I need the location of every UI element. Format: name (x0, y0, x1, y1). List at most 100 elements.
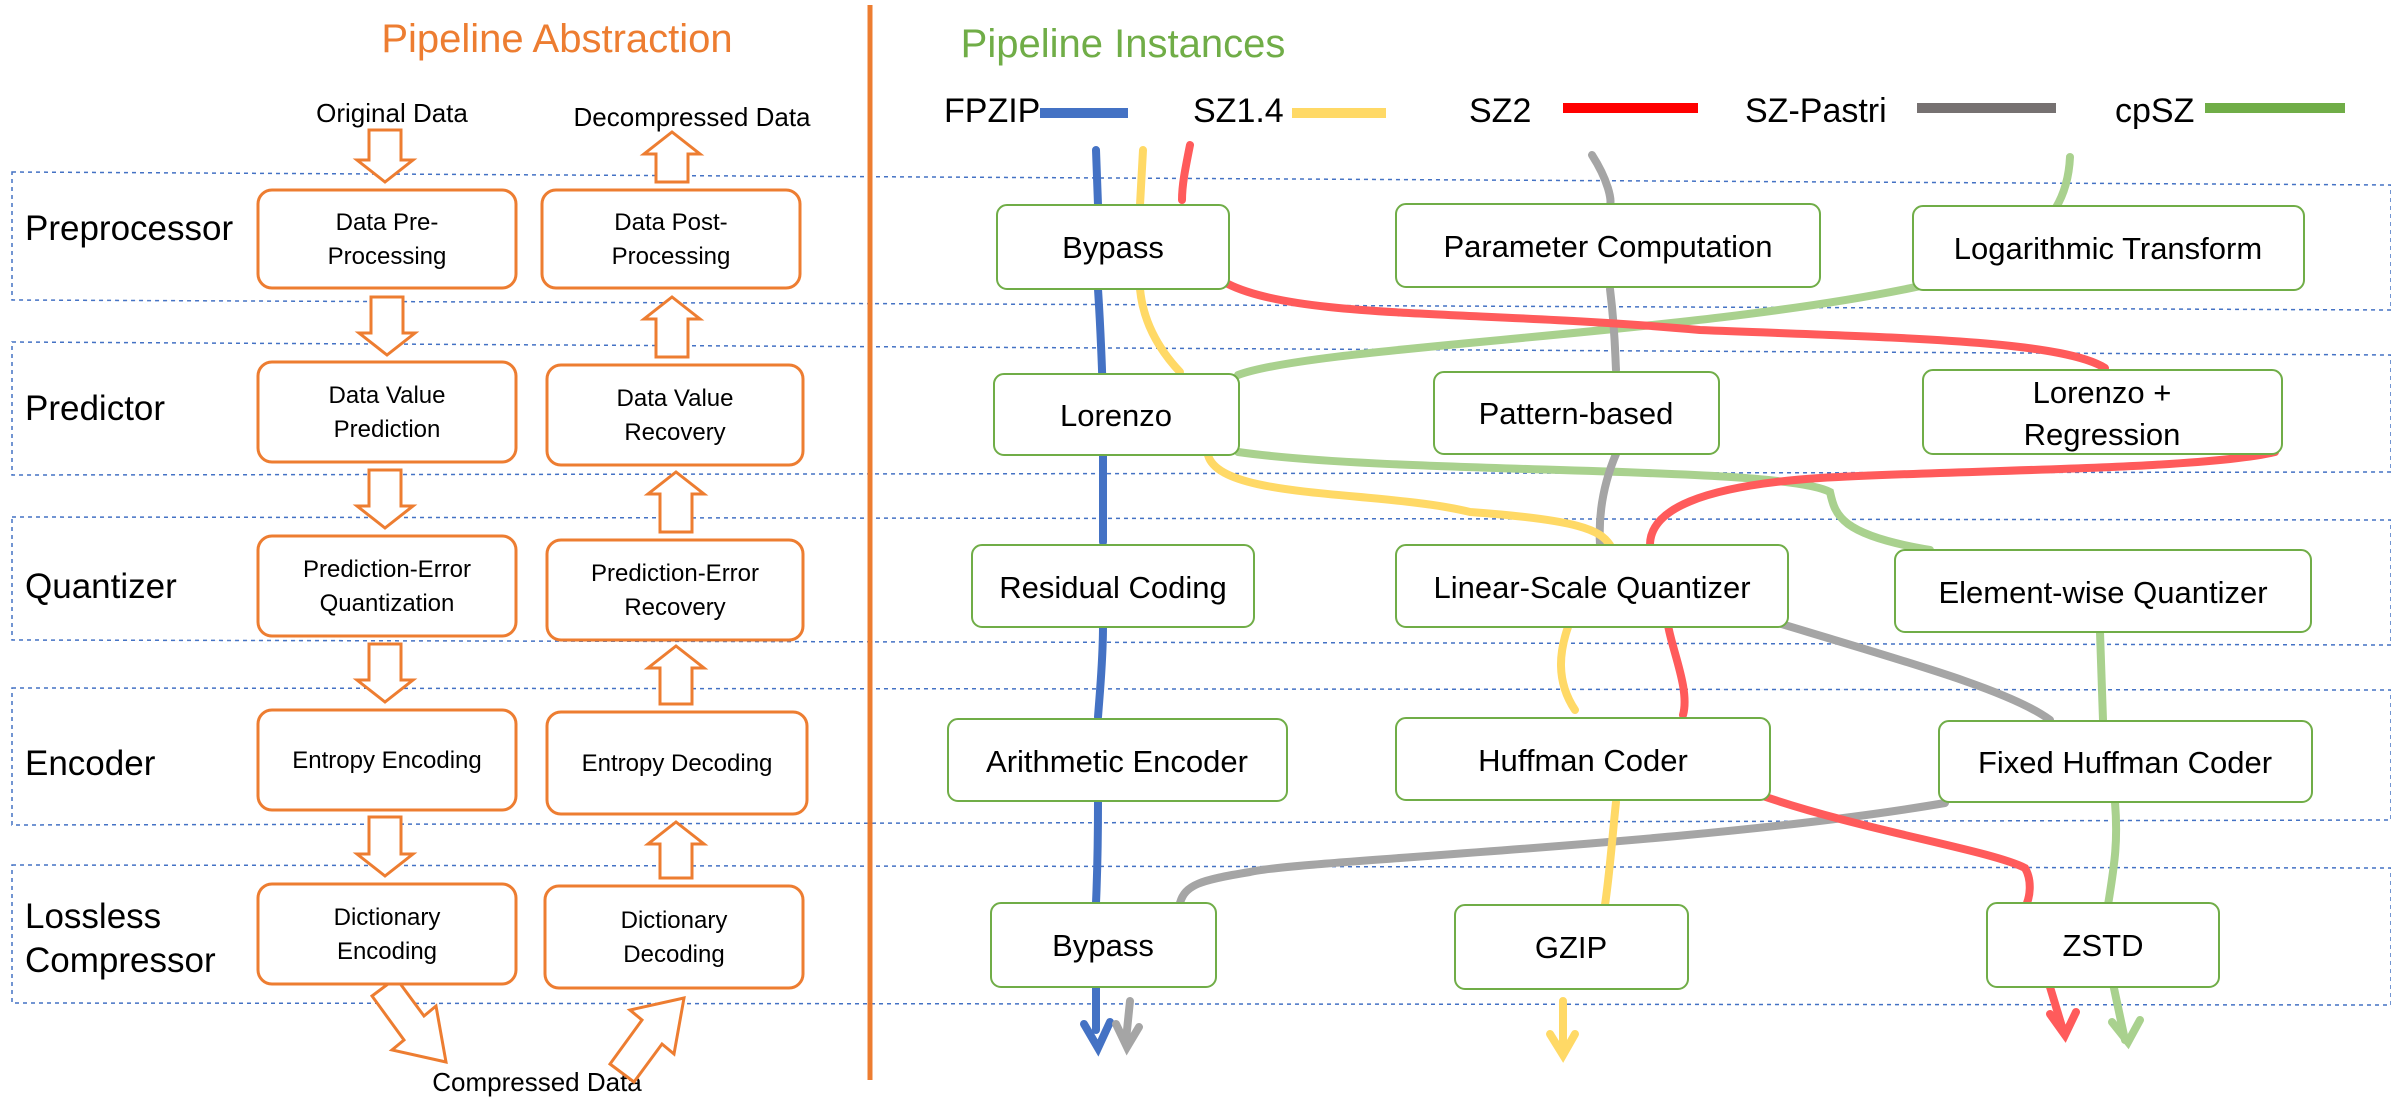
band-lossless (11, 864, 2391, 1006)
instance-box-lorenzo-regression: Lorenzo + Regression (1922, 369, 2283, 455)
legend-label-sz-pastri: SZ-Pastri (1745, 92, 1887, 130)
abs-box-prediction-line: Data Value (329, 382, 446, 409)
legend-label-sz2: SZ2 (1469, 92, 1531, 130)
abs-box-pre-processing: Data Pre- Processing (256, 188, 518, 290)
instance-box-pattern-based: Pattern-based (1433, 371, 1720, 455)
sz-pastri-arrowhead (1112, 1020, 1143, 1056)
instance-box-gzip: GZIP (1454, 904, 1689, 990)
instance-box-lossless-bypass: Bypass (990, 902, 1217, 988)
legend-label-cpsz: cpSZ (2115, 92, 2194, 130)
stage-label-encoder: Encoder (25, 744, 156, 783)
abs-box-post-processing: Data Post- Processing (540, 188, 802, 290)
decompressed-data-label: Decompressed Data (574, 102, 812, 132)
svg-text:Fixed Huffman Coder: Fixed Huffman Coder (1978, 745, 2272, 780)
cpsz-arrowhead (2108, 1016, 2144, 1050)
svg-text:Residual Coding: Residual Coding (999, 570, 1226, 605)
instance-box-huffman-coder: Huffman Coder (1395, 717, 1771, 801)
sz14-arrowhead (1546, 1030, 1579, 1063)
instance-box-linear-scale-quantizer: Linear-Scale Quantizer (1395, 544, 1789, 628)
band-encoder (11, 687, 2391, 826)
svg-text:Bypass: Bypass (1062, 230, 1164, 265)
svg-text:Lorenzo +: Lorenzo + (2033, 375, 2172, 410)
band-preprocessor (11, 171, 2391, 311)
svg-text:Linear-Scale Quantizer: Linear-Scale Quantizer (1433, 570, 1750, 605)
instances-header: Pipeline Instances (961, 22, 1286, 66)
abs-box-dictionary-encoding-line: Dictionary (334, 904, 441, 931)
stage-arrow-down (352, 815, 418, 878)
abs-box-pre-processing-line: Processing (328, 243, 447, 270)
abs-box-pre-processing-line: Data Pre- (336, 209, 439, 236)
instance-box-fixed-huffman-coder: Fixed Huffman Coder (1938, 720, 2313, 803)
abs-box-error-recovery-line: Prediction-Error (591, 560, 759, 587)
abs-box-entropy-encoding: Entropy Encoding (256, 708, 518, 812)
svg-text:GZIP: GZIP (1535, 930, 1607, 965)
abs-box-entropy-encoding-line: Entropy Encoding (292, 747, 481, 774)
legend: FPZIP SZ1.4 SZ2 SZ-Pastri cpSZ (944, 92, 2345, 130)
abs-box-dictionary-decoding-line: Decoding (623, 941, 724, 968)
svg-text:Element-wise Quantizer: Element-wise Quantizer (1938, 575, 2267, 610)
stage-arrow-down (354, 295, 420, 357)
legend-label-fpzip: FPZIP (944, 92, 1040, 130)
abs-box-value-recovery-line: Data Value (617, 385, 734, 412)
instance-box-zstd: ZSTD (1986, 902, 2220, 988)
abs-box-dictionary-encoding-line: Encoding (337, 938, 437, 965)
stage-arrow-up (643, 820, 709, 880)
abs-box-error-recovery-line: Recovery (624, 594, 725, 621)
sz14-path (1136, 146, 1620, 1054)
instance-box-residual-coding: Residual Coding (971, 544, 1255, 628)
stage-arrow-up (643, 644, 709, 706)
legend-label-sz14: SZ1.4 (1193, 92, 1284, 130)
stage-arrow-up (639, 295, 705, 359)
compressed-in-arrow (607, 996, 686, 1085)
instance-box-logarithmic-transform: Logarithmic Transform (1912, 205, 2305, 291)
fpzip-arrowhead (1080, 1018, 1114, 1057)
compressed-data-label: Compressed Data (432, 1067, 642, 1097)
abs-box-prediction-line: Prediction (334, 416, 441, 443)
svg-text:Logarithmic Transform: Logarithmic Transform (1954, 231, 2262, 266)
output-arrow-up (639, 130, 705, 184)
original-data-label: Original Data (316, 98, 468, 128)
cpsz-path (1234, 153, 2129, 1044)
instance-box-lorenzo: Lorenzo (993, 373, 1240, 456)
abs-box-value-recovery-line: Recovery (624, 419, 725, 446)
sz2-path (1178, 141, 2279, 1034)
stage-arrow-up (643, 470, 709, 534)
instance-box-element-wise-quantizer: Element-wise Quantizer (1894, 549, 2312, 633)
band-predictor (11, 341, 2391, 476)
abs-box-post-processing-line: Data Post- (614, 209, 727, 236)
svg-text:ZSTD: ZSTD (2063, 928, 2144, 963)
svg-text:Regression: Regression (2024, 417, 2181, 452)
abs-box-quantization-line: Prediction-Error (303, 556, 471, 583)
stage-label-preprocessor: Preprocessor (25, 209, 233, 248)
svg-text:Pattern-based: Pattern-based (1479, 396, 1674, 431)
stage-label-compressor: Compressor (25, 941, 216, 980)
instance-box-parameter-computation: Parameter Computation (1395, 203, 1821, 288)
instance-box-preprocessor-bypass: Bypass (996, 204, 1230, 290)
instance-box-arithmetic-encoder: Arithmetic Encoder (947, 718, 1288, 802)
svg-text:Bypass: Bypass (1052, 928, 1154, 963)
abs-box-dictionary-decoding-line: Dictionary (621, 907, 728, 934)
instance-paths (1080, 141, 2279, 1063)
svg-text:Huffman Coder: Huffman Coder (1478, 743, 1688, 778)
abs-box-entropy-decoding-line: Entropy Decoding (582, 750, 773, 777)
stage-arrow-down (352, 642, 418, 704)
compressed-out-arrow (369, 975, 448, 1064)
abs-box-post-processing-line: Processing (612, 243, 731, 270)
input-arrow-down (352, 128, 418, 184)
abstraction-header: Pipeline Abstraction (381, 17, 732, 61)
sz-pastri-path (1122, 151, 2054, 1044)
abs-box-quantization-line: Quantization (320, 590, 455, 617)
svg-text:Arithmetic Encoder: Arithmetic Encoder (986, 744, 1248, 779)
svg-text:Lorenzo: Lorenzo (1060, 398, 1172, 433)
stage-label-predictor: Predictor (25, 389, 165, 428)
abs-box-entropy-decoding: Entropy Decoding (545, 710, 809, 816)
svg-text:Parameter Computation: Parameter Computation (1443, 229, 1772, 264)
